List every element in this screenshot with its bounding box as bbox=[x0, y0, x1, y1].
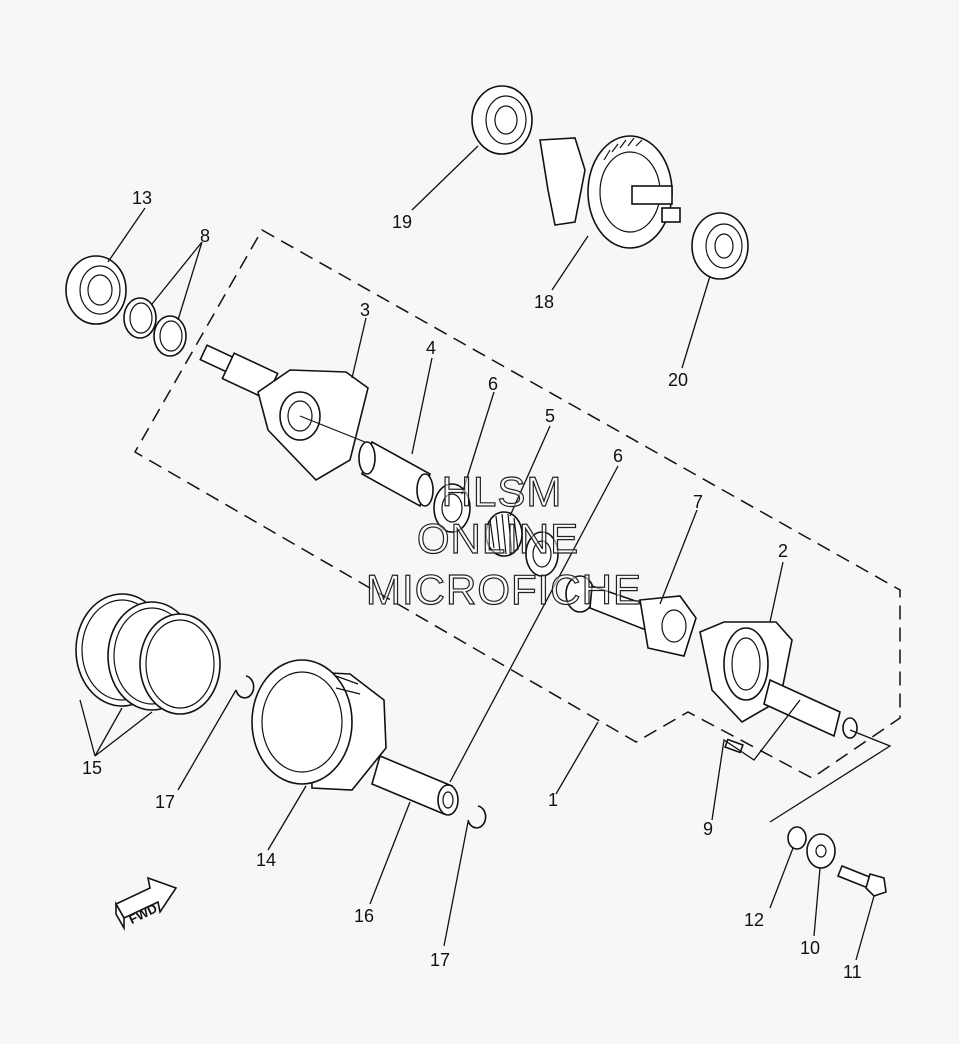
crank-right-2[interactable] bbox=[699, 621, 858, 739]
label-2[interactable]: 2 bbox=[778, 541, 788, 561]
label-7[interactable]: 7 bbox=[693, 492, 703, 512]
label-6a[interactable]: 6 bbox=[488, 374, 498, 394]
label-8[interactable]: 8 bbox=[200, 226, 210, 246]
oring-12[interactable] bbox=[787, 826, 807, 850]
label-5[interactable]: 5 bbox=[545, 406, 555, 426]
piston-pin-16[interactable] bbox=[371, 754, 459, 816]
part-labels: 13 8 3 4 6 5 6 7 2 19 18 20 1 9 15 17 14… bbox=[82, 188, 862, 982]
crank-left-3[interactable] bbox=[199, 344, 381, 482]
bearing-19[interactable] bbox=[471, 85, 533, 155]
label-18[interactable]: 18 bbox=[534, 292, 554, 312]
label-3[interactable]: 3 bbox=[360, 300, 370, 320]
bolt-11[interactable] bbox=[836, 864, 887, 897]
watermark-line-2: ONLINE bbox=[417, 515, 579, 562]
label-14[interactable]: 14 bbox=[256, 850, 276, 870]
watermark: HLSM ONLINE MICROFICHE bbox=[365, 467, 642, 613]
washer-6b[interactable] bbox=[525, 531, 559, 577]
shim-8[interactable] bbox=[123, 297, 187, 357]
label-4[interactable]: 4 bbox=[426, 338, 436, 358]
label-11[interactable]: 11 bbox=[843, 962, 862, 982]
label-9[interactable]: 9 bbox=[703, 819, 713, 839]
fwd-arrow-icon: FWD bbox=[114, 876, 178, 932]
label-16[interactable]: 16 bbox=[354, 906, 374, 926]
connecting-rod-7[interactable] bbox=[565, 575, 697, 657]
washer-10[interactable] bbox=[806, 833, 836, 869]
label-20[interactable]: 20 bbox=[668, 370, 688, 390]
label-10[interactable]: 10 bbox=[800, 938, 820, 958]
piston-14[interactable] bbox=[251, 659, 387, 791]
bearing-20[interactable] bbox=[691, 212, 749, 280]
label-15[interactable]: 15 bbox=[82, 758, 102, 778]
label-1[interactable]: 1 bbox=[548, 790, 558, 810]
label-13[interactable]: 13 bbox=[132, 188, 152, 208]
watermark-line-3: MICROFICHE bbox=[366, 566, 642, 613]
circlip-17b[interactable] bbox=[467, 805, 487, 829]
leader-lines bbox=[79, 145, 892, 961]
crank-pin-4[interactable] bbox=[358, 440, 434, 508]
circlip-17a[interactable] bbox=[235, 675, 255, 699]
label-17a[interactable]: 17 bbox=[155, 792, 175, 812]
balancer-shaft-18[interactable] bbox=[539, 135, 681, 249]
label-17b[interactable]: 17 bbox=[430, 950, 450, 970]
needle-bearing-5[interactable] bbox=[485, 511, 523, 557]
watermark-line-1: HLSM bbox=[442, 468, 563, 515]
label-6b[interactable]: 6 bbox=[613, 446, 623, 466]
bearing-13[interactable] bbox=[65, 255, 127, 325]
crankshaft-assembly-boundary bbox=[133, 228, 901, 779]
label-12[interactable]: 12 bbox=[744, 910, 764, 930]
label-19[interactable]: 19 bbox=[392, 212, 412, 232]
washer-6a[interactable] bbox=[433, 483, 471, 533]
piston-rings-15[interactable] bbox=[75, 593, 221, 715]
